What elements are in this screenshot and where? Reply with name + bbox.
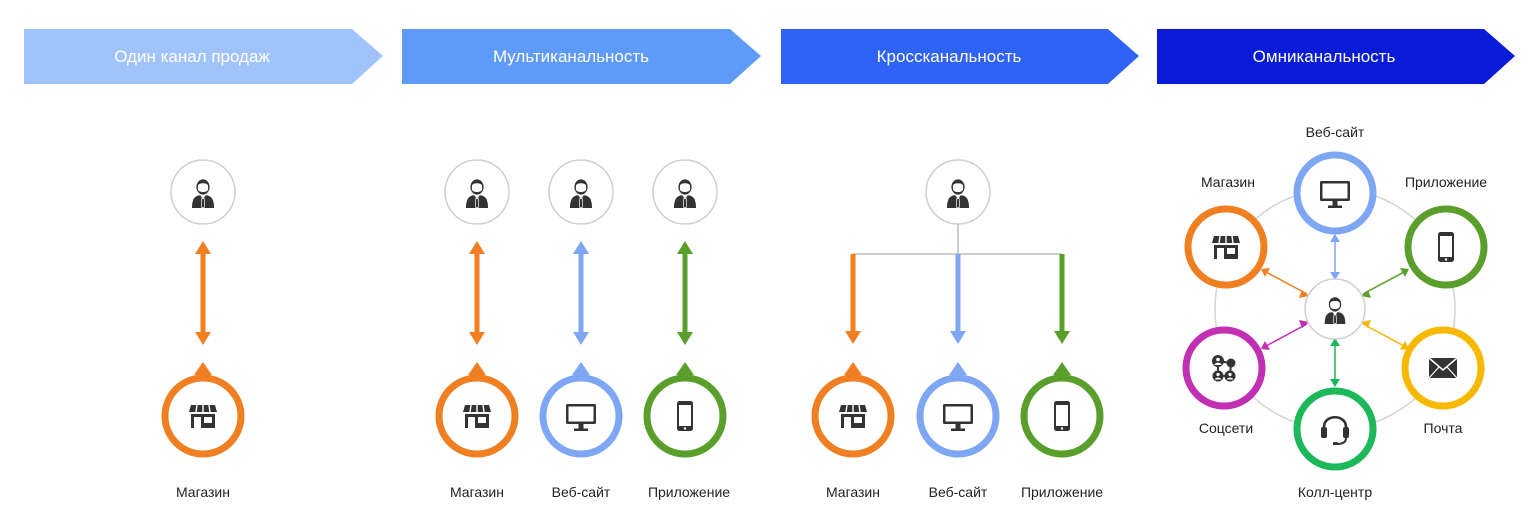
stage-crosschannel: Магазин Веб-сайт Приложение xyxy=(811,159,1104,500)
customer-node xyxy=(548,159,614,225)
stage-omnichannel: Веб-сайт Приложение Почта Колл-центр Соц… xyxy=(1182,124,1488,500)
stage-multichannel: Магазин Веб-сайт Приложение xyxy=(435,159,730,500)
connection-arrow xyxy=(1261,320,1309,350)
channel-node-website xyxy=(1293,151,1377,235)
channel-node-app xyxy=(1404,205,1488,289)
channel-node-app xyxy=(643,362,727,458)
channel-label: Веб-сайт xyxy=(552,484,611,500)
stage-chevron xyxy=(402,29,761,84)
connection-arrow xyxy=(469,241,485,345)
store-icon xyxy=(462,404,492,429)
stage-chevron xyxy=(1157,29,1515,84)
channel-node-store xyxy=(811,362,895,458)
connection-arrow xyxy=(1261,268,1309,298)
channel-node-website xyxy=(539,362,623,458)
connection-arrow xyxy=(573,241,589,345)
channel-label: Веб-сайт xyxy=(929,484,988,500)
stage-chevron xyxy=(24,29,383,84)
stage-label: Мультиканальность xyxy=(493,47,649,66)
phone-icon xyxy=(1438,232,1454,262)
channel-label: Приложение xyxy=(648,484,730,500)
channel-label: Соцсети xyxy=(1199,420,1253,436)
channel-label: Приложение xyxy=(1405,174,1487,190)
connection-arrow xyxy=(950,254,966,344)
channel-node-store xyxy=(435,362,519,458)
stage-header-omni: Омниканальность xyxy=(1157,29,1515,84)
stage-chevron xyxy=(781,29,1139,84)
connection-arrow xyxy=(1361,268,1409,298)
channel-node-store xyxy=(161,362,245,458)
channel-node-store xyxy=(1184,205,1268,289)
store-icon xyxy=(838,404,868,429)
stage-label: Один канал продаж xyxy=(114,47,270,66)
channel-label: Колл-центр xyxy=(1298,484,1372,500)
connection-arrow xyxy=(677,241,693,345)
phone-icon xyxy=(677,401,693,431)
stage-header-multi: Мультиканальность xyxy=(402,29,761,84)
channel-node-website xyxy=(916,362,1000,458)
channel-node-app xyxy=(1020,362,1104,458)
phone-icon xyxy=(1054,401,1070,431)
stage-single-channel: Магазин xyxy=(161,159,245,500)
connection-arrow xyxy=(195,241,211,345)
connection-arrow xyxy=(1330,338,1340,387)
store-icon xyxy=(188,404,218,429)
channel-label: Почта xyxy=(1424,420,1463,436)
channel-label: Веб-сайт xyxy=(1306,124,1365,140)
channel-label: Магазин xyxy=(176,484,230,500)
store-icon xyxy=(1211,235,1241,260)
customer-node xyxy=(444,159,510,225)
channel-label: Приложение xyxy=(1021,484,1103,500)
mail-icon xyxy=(1428,357,1458,379)
channel-node-mail xyxy=(1401,326,1485,410)
channel-label: Магазин xyxy=(826,484,880,500)
stage-label: Кроссканальность xyxy=(877,47,1022,66)
customer-node xyxy=(170,159,236,225)
connection-arrow xyxy=(1361,320,1409,350)
connection-arrow xyxy=(845,254,861,344)
branch-connector xyxy=(853,224,1062,255)
stage-header-single: Один канал продаж xyxy=(24,29,383,84)
connection-arrow xyxy=(1054,254,1070,344)
customer-node xyxy=(652,159,718,225)
channel-node-social xyxy=(1182,326,1266,410)
channel-node-callcenter xyxy=(1293,387,1377,471)
stage-header-cross: Кроссканальность xyxy=(781,29,1139,84)
stage-label: Омниканальность xyxy=(1253,47,1396,66)
connection-arrow xyxy=(1330,234,1340,280)
channel-label: Магазин xyxy=(1201,174,1255,190)
channel-label: Магазин xyxy=(450,484,504,500)
customer-node xyxy=(1304,278,1366,340)
customer-node xyxy=(925,159,991,225)
